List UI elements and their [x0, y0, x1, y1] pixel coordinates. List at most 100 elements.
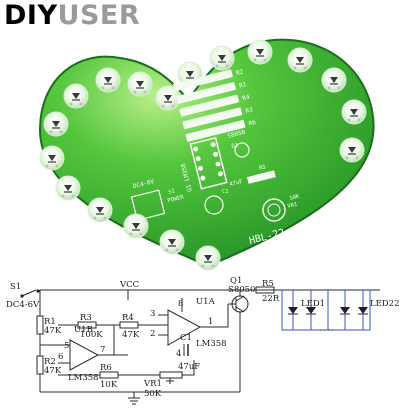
- led-pin-hole: [103, 216, 107, 220]
- led-polarity-marker: [104, 77, 112, 83]
- sch-r1-val: 47K: [44, 326, 62, 336]
- pcb-resistor-value-3: 47K: [199, 102, 212, 113]
- led-polarity-marker: [296, 57, 304, 63]
- pcb-resistor-ref-5: R6: [248, 119, 257, 128]
- sch-r3-val: 100K: [80, 330, 103, 340]
- pcb-resistor-ref-4: R3: [245, 106, 254, 115]
- led-pin-hole: [101, 86, 105, 90]
- led-polarity-marker: [72, 93, 80, 99]
- sch-r5-val: 22R: [262, 294, 280, 304]
- led-polarity-marker: [48, 155, 56, 161]
- led-pin-hole: [71, 194, 75, 198]
- q1-transistor-symbol: [228, 295, 249, 313]
- sch-q1: Q1: [230, 276, 242, 286]
- pcb-resistor-ref-3: R4: [242, 94, 251, 103]
- sch-dc: DC4-6V: [6, 300, 40, 310]
- sch-s1: S1: [10, 282, 21, 292]
- led-pads: [39, 39, 367, 271]
- pcb-cap-value: 47uF: [229, 179, 243, 188]
- led-pin-hole: [327, 86, 331, 90]
- vr1-symbol: [159, 371, 183, 379]
- led-pin-hole: [79, 102, 83, 106]
- sch-pin1: 1: [208, 317, 213, 327]
- led-pin-hole: [263, 58, 267, 62]
- led-pin-hole: [345, 156, 349, 160]
- pcb-vr-label: VR1: [287, 202, 298, 210]
- led-polarity-marker: [64, 185, 72, 191]
- r5-footprint: 22R R5: [246, 164, 276, 184]
- pcb-power-text: POWER: [167, 194, 185, 204]
- led-pin-hole: [161, 104, 165, 108]
- pcb-switch-label: S1: [168, 188, 176, 195]
- led-pin-hole: [355, 156, 359, 160]
- sch-lm358-b: LM358: [68, 373, 99, 383]
- led-pin-hole: [357, 118, 361, 122]
- sch-pin7: 7: [100, 345, 105, 355]
- led-pin-hole: [59, 130, 63, 134]
- sch-r2-val: 47K: [44, 366, 62, 376]
- vr1-footprint: VR1 50K: [262, 194, 301, 222]
- sch-pin2: 2: [150, 329, 155, 339]
- led-pin-hole: [133, 90, 137, 94]
- led-polarity-marker: [132, 223, 140, 229]
- led-polarity-marker: [136, 81, 144, 87]
- led-pin-hole: [211, 264, 215, 268]
- sch-r6: R6: [100, 363, 112, 373]
- led-polarity-marker: [164, 95, 172, 101]
- led-pin-hole: [93, 216, 97, 220]
- sch-pin8: 8: [178, 299, 183, 309]
- led-polarity-marker: [96, 207, 104, 213]
- led-pin-hole: [201, 264, 205, 268]
- pcb-resistor-value-2: 47K: [196, 90, 209, 101]
- led-pin-hole: [347, 118, 351, 122]
- led-pin-hole: [139, 232, 143, 236]
- sch-c1-val: 47uF: [178, 362, 200, 372]
- pcb-resistor-value-1: 47K: [193, 77, 206, 88]
- sch-r4: R4: [122, 313, 134, 323]
- sch-vr1: VR1: [143, 379, 162, 389]
- sch-r3: R3: [80, 313, 92, 323]
- led-polarity-marker: [256, 49, 264, 55]
- pcb-resistor-ref-1: R2: [235, 68, 244, 77]
- transistor-footprint: S8050 Q1: [227, 129, 250, 158]
- sch-vcc: VCC: [119, 280, 139, 290]
- led-pin-hole: [69, 102, 73, 106]
- led-polarity-marker: [350, 109, 358, 115]
- switch-s1-symbol: [21, 289, 37, 297]
- led-pin-hole: [225, 64, 229, 68]
- led-pin-hole: [55, 164, 59, 168]
- r2-symbol: [36, 355, 44, 375]
- sch-pin5: 5: [64, 341, 69, 351]
- led-polarity-marker: [330, 77, 338, 83]
- sch-q1-part: S8050: [228, 285, 255, 295]
- sch-r1: R1: [44, 317, 56, 327]
- led-polarity-marker: [218, 55, 226, 61]
- brand-suffix: USER: [57, 0, 141, 31]
- sch-r5: R5: [262, 279, 274, 289]
- u1a-opamp-symbol: [167, 309, 202, 346]
- resistor-footprints: 47K 47K 47K 10K 10K R2 R1 R4 R3 R6: [173, 68, 257, 142]
- sch-u1b: U1B: [74, 325, 93, 335]
- led-polarity-marker: [186, 71, 194, 77]
- brand-prefix: DIY: [4, 0, 58, 31]
- led-pin-hole: [293, 66, 297, 70]
- sch-r4-val: 47K: [122, 330, 140, 340]
- sch-r6-val: 10K: [100, 380, 118, 390]
- sch-c1: C1: [180, 333, 192, 343]
- led-pin-hole: [143, 90, 147, 94]
- sch-vr1-val: 50K: [144, 389, 162, 399]
- sch-pin4: 4: [176, 349, 181, 359]
- led-polarity-marker: [348, 147, 356, 153]
- led-polarity-marker: [204, 255, 212, 261]
- pcb-vr-value: 50K: [289, 194, 301, 202]
- led-pin-hole: [337, 86, 341, 90]
- led-pin-hole: [49, 130, 53, 134]
- sch-r2: R2: [44, 357, 56, 367]
- capacitor-footprint: C1 47uF: [204, 179, 243, 215]
- r1-symbol: [36, 315, 44, 335]
- led-pin-hole: [253, 58, 257, 62]
- led-pin-hole: [45, 164, 49, 168]
- led-pin-hole: [129, 232, 133, 236]
- led-pin-hole: [165, 248, 169, 252]
